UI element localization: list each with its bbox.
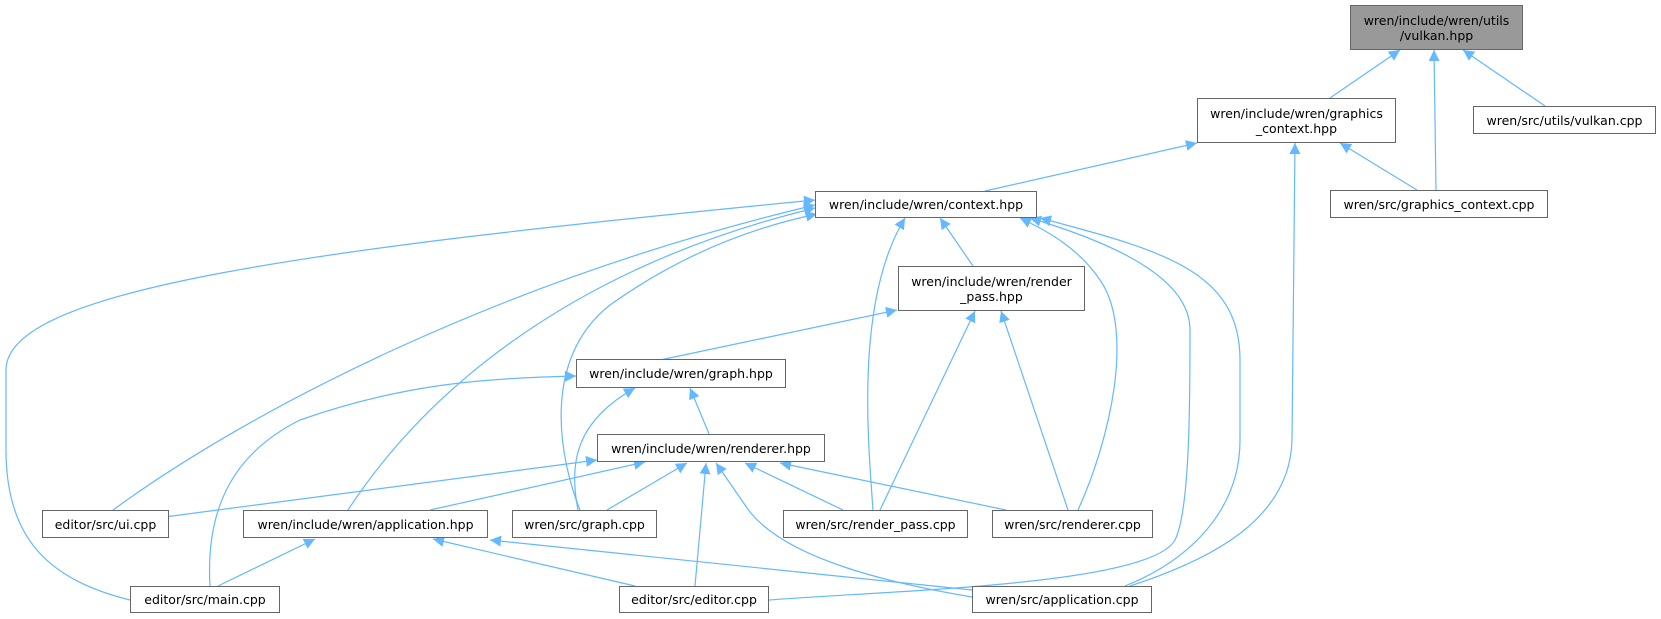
node-label: wren/src/graphics_context.cpp	[1343, 196, 1535, 212]
edge-application-hpp-to-context-hpp	[347, 205, 816, 511]
edge-renderer-cpp-to-context-hpp	[1019, 217, 1118, 511]
edge-renderer-cpp-to-renderer-hpp	[779, 459, 1007, 511]
edge-graph-cpp-to-graph-hpp	[574, 387, 636, 511]
edge-graphics-context-cpp-to-vulkan-hpp	[1428, 49, 1440, 191]
node-renderer-cpp[interactable]: wren/src/renderer.cpp	[992, 510, 1153, 538]
node-render-pass-cpp[interactable]: wren/src/render_pass.cpp	[783, 510, 968, 538]
edge-ui-cpp-to-context-hpp	[112, 202, 816, 511]
node-label: wren/include/wren/application.hpp	[257, 516, 474, 532]
edge-renderer-hpp-to-graph-hpp	[689, 387, 710, 435]
node-graphics-context-cpp[interactable]: wren/src/graphics_context.cpp	[1330, 190, 1548, 218]
edge-application-cpp-to-application-hpp	[489, 535, 973, 591]
edge-render-pass-cpp-to-context-hpp	[867, 217, 906, 511]
edge-graphics-context-cpp-to-graphics-context-hpp	[1339, 142, 1418, 191]
node-ui-cpp[interactable]: editor/src/ui.cpp	[42, 510, 169, 538]
edge-graph-cpp-to-context-hpp	[560, 210, 818, 511]
node-label: editor/src/ui.cpp	[54, 516, 157, 532]
node-label: /vulkan.hpp	[1399, 27, 1474, 43]
edge-application-cpp-to-graphics-context-hpp	[1129, 142, 1301, 587]
node-label: _pass.hpp	[960, 288, 1023, 304]
edge-main-cpp-to-context-hpp	[5, 195, 816, 601]
edge-render-pass-hpp-to-context-hpp	[939, 217, 974, 267]
node-editor-cpp[interactable]: editor/src/editor.cpp	[619, 586, 769, 613]
node-label: _context.hpp	[1255, 120, 1338, 136]
edge-graph-hpp-to-render-pass-hpp	[659, 306, 898, 361]
node-vulkan-hpp[interactable]: wren/include/wren/utils /vulkan.hpp	[1350, 5, 1523, 50]
edge-graphics-context-hpp-to-vulkan-hpp	[1329, 49, 1401, 99]
node-label: wren/include/wren/graphics	[1210, 105, 1383, 121]
node-label: wren/src/renderer.cpp	[1004, 516, 1141, 532]
edge-graph-cpp-to-renderer-hpp	[606, 462, 688, 511]
node-label: wren/include/wren/utils	[1363, 12, 1510, 28]
node-graphics-context-hpp[interactable]: wren/include/wren/graphics _context.hpp	[1197, 98, 1396, 143]
edge-render-pass-cpp-to-renderer-hpp	[744, 462, 844, 511]
node-render-pass-hpp[interactable]: wren/include/wren/render _pass.hpp	[898, 266, 1085, 311]
node-application-hpp[interactable]: wren/include/wren/application.hpp	[243, 510, 488, 538]
node-application-cpp[interactable]: wren/src/application.cpp	[972, 586, 1152, 613]
edge-main-cpp-to-application-hpp	[217, 538, 316, 587]
edge-application-hpp-to-renderer-hpp	[429, 459, 646, 511]
node-graph-cpp[interactable]: wren/src/graph.cpp	[512, 510, 657, 538]
node-label: editor/src/main.cpp	[144, 592, 266, 607]
edge-main-cpp-to-graph-hpp	[208, 370, 577, 587]
node-label: wren/src/application.cpp	[985, 592, 1139, 607]
edge-editor-cpp-to-application-hpp	[432, 536, 636, 587]
node-label: wren/src/graph.cpp	[524, 516, 645, 532]
node-label: wren/include/wren/graph.hpp	[589, 366, 773, 381]
node-label: wren/include/wren/context.hpp	[828, 197, 1024, 212]
edge-application-cpp-to-renderer-hpp	[715, 462, 973, 598]
edge-editor-cpp-to-renderer-hpp	[694, 462, 711, 587]
node-label: wren/include/wren/renderer.hpp	[611, 440, 811, 456]
node-graph-hpp[interactable]: wren/include/wren/graph.hpp	[576, 359, 786, 388]
edge-editor-cpp-to-context-hpp	[768, 215, 1191, 601]
node-context-hpp[interactable]: wren/include/wren/context.hpp	[815, 191, 1037, 218]
edge-context-hpp-to-graphics-context-hpp	[984, 140, 1198, 192]
edge-application-cpp-to-context-hpp	[1039, 215, 1241, 587]
node-main-cpp[interactable]: editor/src/main.cpp	[130, 586, 280, 613]
node-label: wren/src/utils/vulkan.cpp	[1486, 112, 1643, 128]
node-vulkan-cpp[interactable]: wren/src/utils/vulkan.cpp	[1473, 106, 1656, 134]
edge-ui-cpp-to-renderer-hpp	[156, 455, 598, 519]
edge-vulkan-cpp-to-vulkan-hpp	[1462, 49, 1546, 107]
node-label: editor/src/editor.cpp	[631, 592, 757, 607]
node-label: wren/include/wren/render	[911, 273, 1072, 289]
node-label: wren/src/render_pass.cpp	[795, 516, 956, 532]
edge-render-pass-cpp-to-render-pass-hpp	[879, 310, 976, 511]
edge-renderer-cpp-to-render-pass-hpp	[999, 310, 1069, 511]
node-renderer-hpp[interactable]: wren/include/wren/renderer.hpp	[597, 434, 825, 462]
